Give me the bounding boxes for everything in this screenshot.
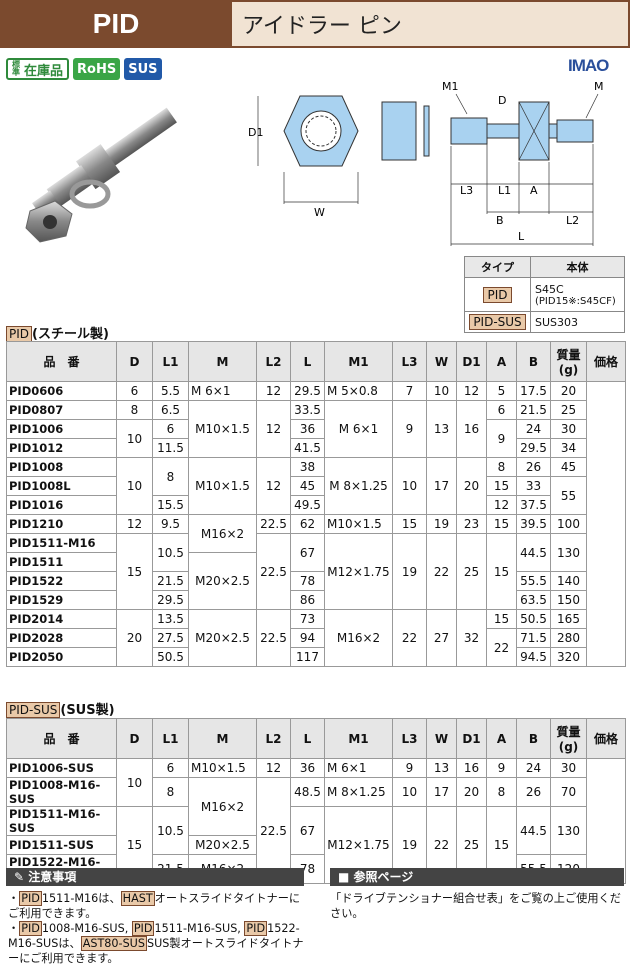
reference-body: 「ドライブテンショナー組合せ表」をご覧の上ご使用ください。 <box>330 892 621 920</box>
material-table: タイプ 本体 PID S45C(PID15※:S45CF) PID-SUS SU… <box>464 256 625 333</box>
stock-badge: 標準在庫品 <box>6 58 70 80</box>
product-photo <box>25 107 177 243</box>
svg-text:A: A <box>530 184 538 197</box>
badge-row: 標準在庫品 RoHS SUS <box>6 58 162 80</box>
page-header: PID アイドラー ピン <box>0 0 630 48</box>
svg-text:L3: L3 <box>460 184 473 197</box>
svg-text:B: B <box>496 214 504 227</box>
sus-section-title: PID-SUS(SUS製) <box>6 699 115 718</box>
imao-logo: IMAO <box>568 56 609 75</box>
svg-text:D: D <box>498 94 506 107</box>
sus-badge: SUS <box>124 58 162 80</box>
product-code: PID <box>0 0 232 48</box>
svg-text:M: M <box>594 80 604 93</box>
dimension-drawing: D1 W M1 D M L3 L1 A B L2 L <box>248 80 604 246</box>
svg-text:D1: D1 <box>248 126 263 139</box>
svg-text:M1: M1 <box>442 80 459 93</box>
svg-text:W: W <box>314 206 325 219</box>
svg-text:L2: L2 <box>566 214 579 227</box>
notes-heading: ✎ 注意事項 <box>6 868 304 886</box>
svg-text:L: L <box>518 230 525 243</box>
steel-section-title: PID(スチール製) <box>6 323 109 342</box>
svg-text:L1: L1 <box>498 184 511 197</box>
reference-heading: ■ 参照ページ <box>330 868 624 886</box>
rohs-badge: RoHS <box>73 58 121 80</box>
product-name: アイドラー ピン <box>232 0 630 48</box>
